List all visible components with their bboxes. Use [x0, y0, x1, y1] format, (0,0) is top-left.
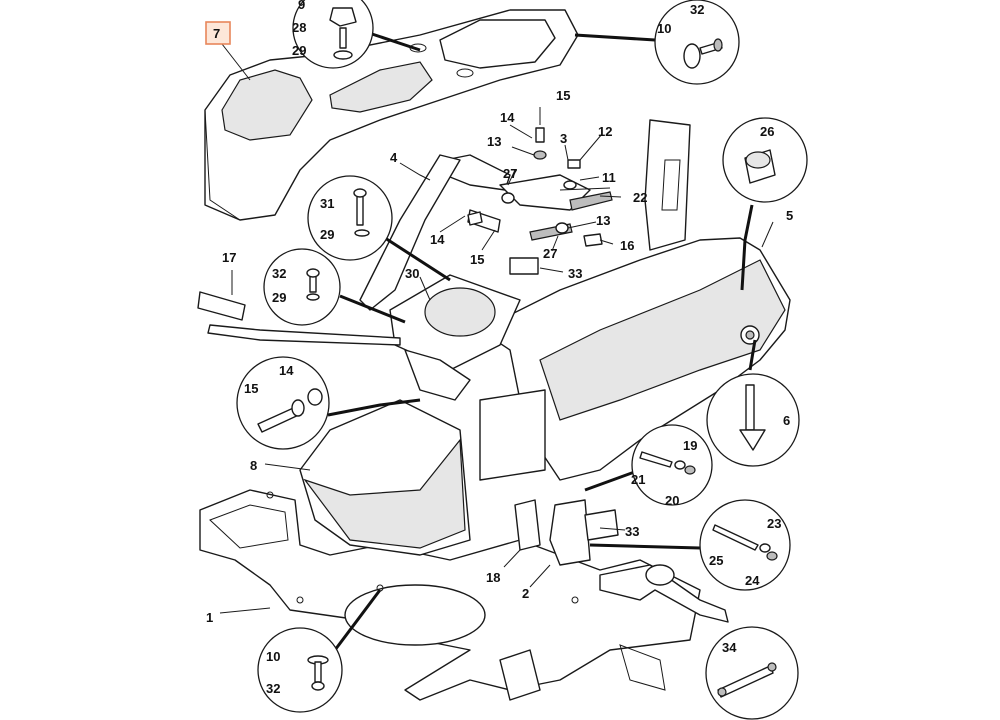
- label-27-mid: 27: [543, 246, 557, 261]
- detail-callout-6: [706, 339, 800, 467]
- label-10-low: 10: [266, 649, 280, 664]
- label-29-low: 29: [272, 290, 286, 305]
- detail-callout-10-32-bottom: [257, 589, 382, 713]
- bracket-parts: [514, 499, 619, 566]
- pipe: [197, 291, 401, 346]
- label-15-top: 15: [556, 88, 570, 103]
- boot-cover: [299, 399, 471, 556]
- detail-callout-19-20-21: [584, 424, 713, 506]
- label-13-top: 13: [487, 134, 501, 149]
- label-23: 23: [767, 516, 781, 531]
- label-33-top: 33: [568, 266, 582, 281]
- detail-callout-34: [705, 626, 799, 720]
- label-18: 18: [486, 570, 500, 585]
- detail-callout-10-32: [574, 0, 740, 85]
- label-32-low: 32: [266, 681, 280, 696]
- label-29-mid: 29: [320, 227, 334, 242]
- label-21: 21: [631, 472, 645, 487]
- label-4: 4: [390, 150, 398, 165]
- label-15-mid: 15: [470, 252, 484, 267]
- label-15-low: 15: [244, 381, 258, 396]
- label-30: 30: [405, 266, 419, 281]
- label-5: 5: [786, 208, 793, 223]
- label-9: 9: [298, 0, 305, 12]
- label-25: 25: [709, 553, 723, 568]
- pedal-linkage: [359, 154, 613, 311]
- label-19: 19: [683, 438, 697, 453]
- label-10-top: 10: [657, 21, 671, 36]
- detail-callout-23-24-25: [589, 499, 791, 591]
- label-28: 28: [292, 20, 306, 35]
- label-8: 8: [250, 458, 257, 473]
- label-17: 17: [222, 250, 236, 265]
- detail-callout-32-29: [263, 248, 406, 326]
- leader-lines: [219, 43, 774, 614]
- label-34: 34: [722, 640, 737, 655]
- label-27-top: 27: [503, 166, 517, 181]
- label-20: 20: [665, 493, 679, 508]
- label-29-top: 29: [292, 43, 306, 58]
- detail-callout-31-29: [307, 175, 451, 282]
- main-housing: [479, 119, 791, 481]
- label-31: 31: [320, 196, 334, 211]
- label-32-mid: 32: [272, 266, 286, 281]
- label-3: 3: [560, 131, 567, 146]
- label-26: 26: [760, 124, 774, 139]
- console-cover: [204, 9, 579, 221]
- label-13-mid: 13: [596, 213, 610, 228]
- loose-fasteners: [467, 127, 603, 247]
- highlight-box: [205, 21, 231, 45]
- detail-callout-15-14: [236, 356, 421, 450]
- label-32-top: 32: [690, 2, 704, 17]
- base-frame: [199, 489, 729, 701]
- label-7: 7: [213, 26, 220, 41]
- detail-callout-9-28-29: [292, 0, 421, 69]
- label-14-top: 14: [500, 110, 515, 125]
- label-1: 1: [206, 610, 213, 625]
- part-number-labels: 7 9 28 29 32 10 15 14 13 3 12 4 27 11 22…: [206, 0, 793, 696]
- label-16: 16: [620, 238, 634, 253]
- label-11: 11: [602, 170, 616, 185]
- detail-callout-26: [722, 117, 808, 291]
- label-2: 2: [522, 586, 529, 601]
- label-33-low: 33: [625, 524, 639, 539]
- label-14-low: 14: [279, 363, 294, 378]
- label-24: 24: [745, 573, 760, 588]
- pedal-plate: [389, 274, 521, 401]
- label-6: 6: [783, 413, 790, 428]
- label-12: 12: [598, 124, 612, 139]
- label-22: 22: [633, 190, 647, 205]
- label-14-mid: 14: [430, 232, 445, 247]
